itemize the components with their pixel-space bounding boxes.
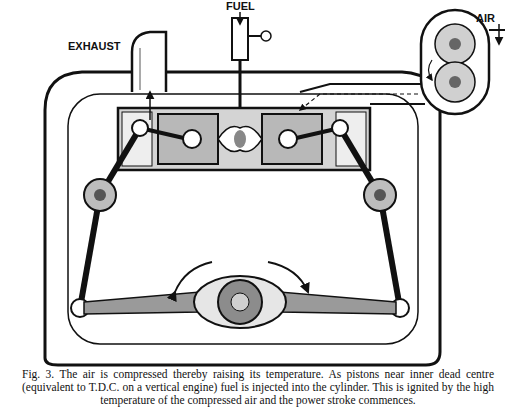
- left-rocker-arm: [80, 195, 100, 308]
- blower-casing: [421, 10, 489, 114]
- blower-rotor: [435, 62, 475, 102]
- figure-caption: Fig. 3. The air is compressed thereby ra…: [22, 368, 494, 407]
- fuel-arrow: [239, 12, 241, 24]
- air-duct: [370, 103, 425, 105]
- fuel-line: [248, 35, 262, 37]
- exhaust-pipe: [132, 32, 166, 92]
- rocker-pivot-hub: [94, 189, 106, 201]
- rotation-arrow: [268, 262, 308, 292]
- combustion-charge: [218, 126, 262, 151]
- engine-illustration: [0, 0, 515, 370]
- crankshaft-centre: [231, 293, 249, 311]
- exhaust-port: [122, 112, 152, 166]
- rocker-pivot: [364, 179, 396, 211]
- gudgeon-pin: [279, 130, 297, 148]
- blower-rotor: [435, 24, 475, 64]
- fuel-injector: [232, 18, 248, 60]
- rocker-end-pin: [132, 120, 148, 136]
- right-rocker-arm: [380, 195, 400, 308]
- part-label: AIR: [476, 12, 495, 24]
- fuel-union: [261, 31, 271, 41]
- right-piston: [262, 114, 322, 164]
- rocker-pivot-hub: [374, 189, 386, 201]
- exhaust-shading: [140, 48, 141, 90]
- exhaust-flow-arrow: [149, 92, 151, 120]
- air-flow-arrow: [429, 60, 433, 80]
- engine-block: [45, 72, 440, 365]
- injector-nozzle: [239, 60, 242, 108]
- gudgeon-pin: [183, 130, 201, 148]
- connecting-rod: [280, 292, 396, 314]
- rocker-pivot: [84, 179, 116, 211]
- left-piston: [158, 114, 218, 164]
- part-label: FUEL: [226, 0, 255, 12]
- fuel-spray: [234, 130, 246, 148]
- air-duct: [300, 84, 425, 92]
- crankshaft: [218, 280, 262, 324]
- air-inlet: [489, 29, 505, 31]
- rotation-arrow: [175, 262, 212, 292]
- rocker-end-pin: [332, 120, 348, 136]
- crank-web: [194, 276, 286, 328]
- rotor-shaft: [449, 76, 461, 88]
- cylinder: [118, 108, 370, 170]
- air-flow-arrow: [498, 24, 500, 44]
- crankcase-cavity: [68, 94, 418, 344]
- rotor-shaft: [449, 38, 461, 50]
- part-label: EXHAUST: [68, 40, 121, 52]
- connecting-rod: [84, 292, 200, 314]
- air-flow-arrow: [300, 94, 418, 110]
